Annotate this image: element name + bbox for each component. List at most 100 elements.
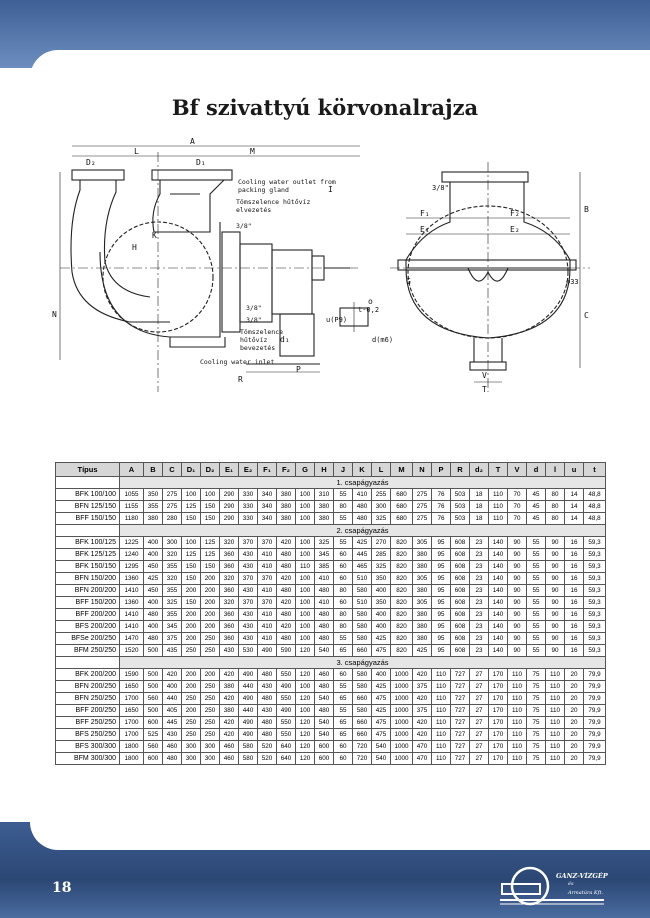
table-cell: 380: [276, 488, 296, 501]
dim-label-M: M: [250, 147, 255, 156]
table-cell: 250: [200, 692, 220, 705]
table-cell: 55: [526, 536, 546, 549]
table-cell: 440: [238, 680, 258, 693]
table-cell: 480: [162, 752, 182, 765]
table-cell: 60: [333, 572, 353, 585]
table-cell: 1650: [119, 680, 144, 693]
table-cell: 520: [257, 752, 277, 765]
table-cell: 75: [526, 692, 546, 705]
table-cell: 23: [469, 572, 489, 585]
table-group-label: 1. csapágyazás: [119, 476, 606, 489]
table-cell: 23: [469, 560, 489, 573]
table-cell: 720: [352, 740, 372, 753]
dim-label-phi33: ⌀33: [566, 278, 579, 286]
table-cell: 75: [526, 752, 546, 765]
table-cell: 250: [181, 692, 201, 705]
table-cell: 16: [564, 584, 584, 597]
table-cell: 200: [181, 584, 201, 597]
table-cell: 360: [219, 548, 239, 561]
table-type-cell: BFK 200/200: [55, 668, 120, 681]
table-cell: 75: [526, 740, 546, 753]
table-cell: 20: [564, 716, 584, 729]
table-cell: 140: [488, 608, 508, 621]
dim-label-P: P: [296, 365, 301, 374]
table-cell: 20: [564, 752, 584, 765]
table-cell: 55: [526, 644, 546, 657]
page-title: Bf szivattyú körvonalrajza: [171, 95, 479, 120]
page-number: 18: [52, 880, 72, 896]
table-cell: 95: [431, 596, 451, 609]
dim-label-F2: F₂: [510, 209, 520, 218]
table-cell: 550: [276, 716, 296, 729]
table-cell: 280: [162, 512, 182, 525]
table-type-cell: BFF 200/250: [55, 704, 120, 717]
table-cell: 380: [143, 512, 163, 525]
table-cell: 200: [200, 608, 220, 621]
table-cell: 59,3: [583, 644, 606, 657]
table-cell: 300: [371, 500, 391, 513]
table-cell: 330: [238, 488, 258, 501]
table-cell: 23: [469, 608, 489, 621]
table-cell: 55: [526, 548, 546, 561]
table-cell: 1800: [119, 740, 144, 753]
table-cell: 290: [219, 512, 239, 525]
table-cell: 305: [412, 596, 432, 609]
table-header-cell: R: [450, 462, 470, 477]
table-cell: 560: [143, 740, 163, 753]
table-cell: 500: [143, 644, 163, 657]
table-cell: 320: [162, 572, 182, 585]
table-cell: 820: [390, 644, 413, 657]
table-cell: 170: [488, 740, 508, 753]
table-cell: 380: [314, 512, 334, 525]
table-cell: 27: [469, 668, 489, 681]
table-cell: 250: [181, 644, 201, 657]
table-cell: 680: [390, 488, 413, 501]
table-cell: 580: [352, 704, 372, 717]
table-cell: 120: [295, 644, 315, 657]
table-cell: 27: [469, 752, 489, 765]
table-type-cell: BFK 125/125: [55, 548, 120, 561]
table-type-cell: BFN 150/200: [55, 572, 120, 585]
table-cell: 20: [564, 704, 584, 717]
table-type-cell: BFS 250/250: [55, 728, 120, 741]
table-cell: 340: [257, 500, 277, 513]
table-cell: 16: [564, 620, 584, 633]
dim-label-N: N: [52, 310, 57, 319]
table-cell: 420: [412, 728, 432, 741]
table-cell: 608: [450, 620, 470, 633]
table-cell: 410: [257, 548, 277, 561]
table-cell: 170: [488, 680, 508, 693]
table-header-cell: N: [412, 462, 432, 477]
table-cell: 18: [469, 488, 489, 501]
table-cell: 1000: [390, 668, 413, 681]
table-cell: 320: [219, 536, 239, 549]
table-cell: 540: [314, 716, 334, 729]
table-cell: 90: [507, 560, 527, 573]
table-cell: 380: [412, 548, 432, 561]
table-cell: 375: [412, 704, 432, 717]
table-cell: 125: [181, 548, 201, 561]
table-cell: 460: [219, 740, 239, 753]
table-cell: 90: [545, 560, 565, 573]
table-type-cell: BFN 200/250: [55, 680, 120, 693]
table-header-cell: J: [333, 462, 353, 477]
table-cell: 110: [431, 752, 451, 765]
table-cell: 100: [295, 608, 315, 621]
table-cell: 820: [390, 548, 413, 561]
table-cell: 79,9: [583, 704, 606, 717]
table-cell: 55: [526, 632, 546, 645]
table-cell: 1000: [390, 704, 413, 717]
table-cell: 470: [412, 740, 432, 753]
table-cell: 75: [526, 728, 546, 741]
table-cell: 55: [333, 488, 353, 501]
table-cell: 110: [545, 716, 565, 729]
table-cell: 340: [257, 512, 277, 525]
table-cell: 140: [488, 596, 508, 609]
table-cell: 27: [469, 692, 489, 705]
table-cell: 70: [507, 488, 527, 501]
table-cell: 608: [450, 632, 470, 645]
table-cell: 110: [488, 488, 508, 501]
